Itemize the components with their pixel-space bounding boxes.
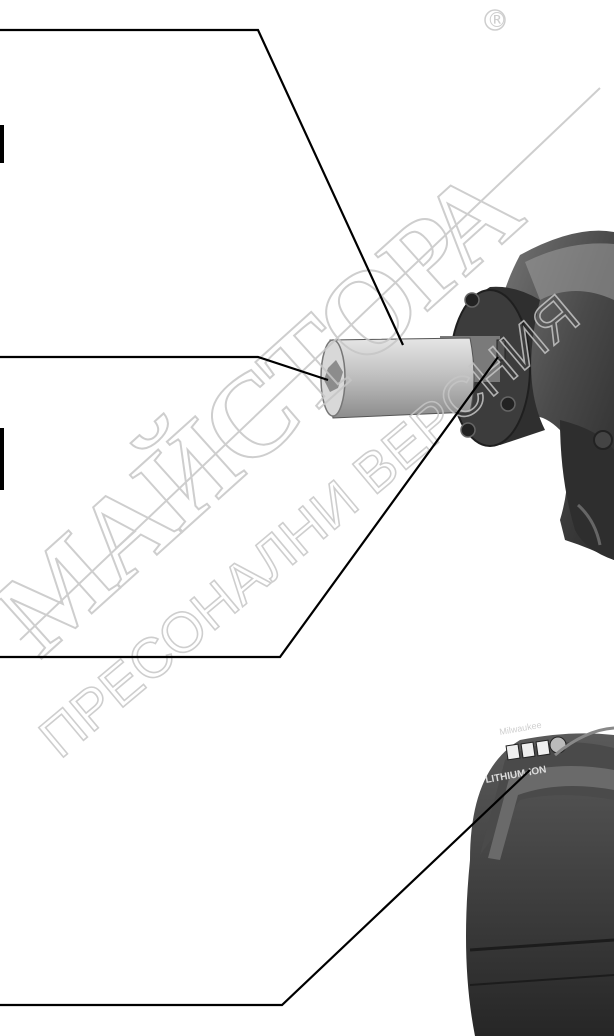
leader-line-battery-gauge [0,769,531,1007]
crop-marks [0,125,4,490]
leader-lines [0,28,531,1007]
battery-pack: Milwaukee LITHIUM-ION [466,720,614,1036]
battery-brand-text: Milwaukee [499,720,543,737]
registered-mark: ® [487,8,507,32]
leader-line-detent [0,356,499,659]
watermark-rule [19,87,601,641]
leader-line-socket [0,28,404,346]
registered-mark-circle [484,9,506,31]
leader-line-square-drive [0,355,329,382]
